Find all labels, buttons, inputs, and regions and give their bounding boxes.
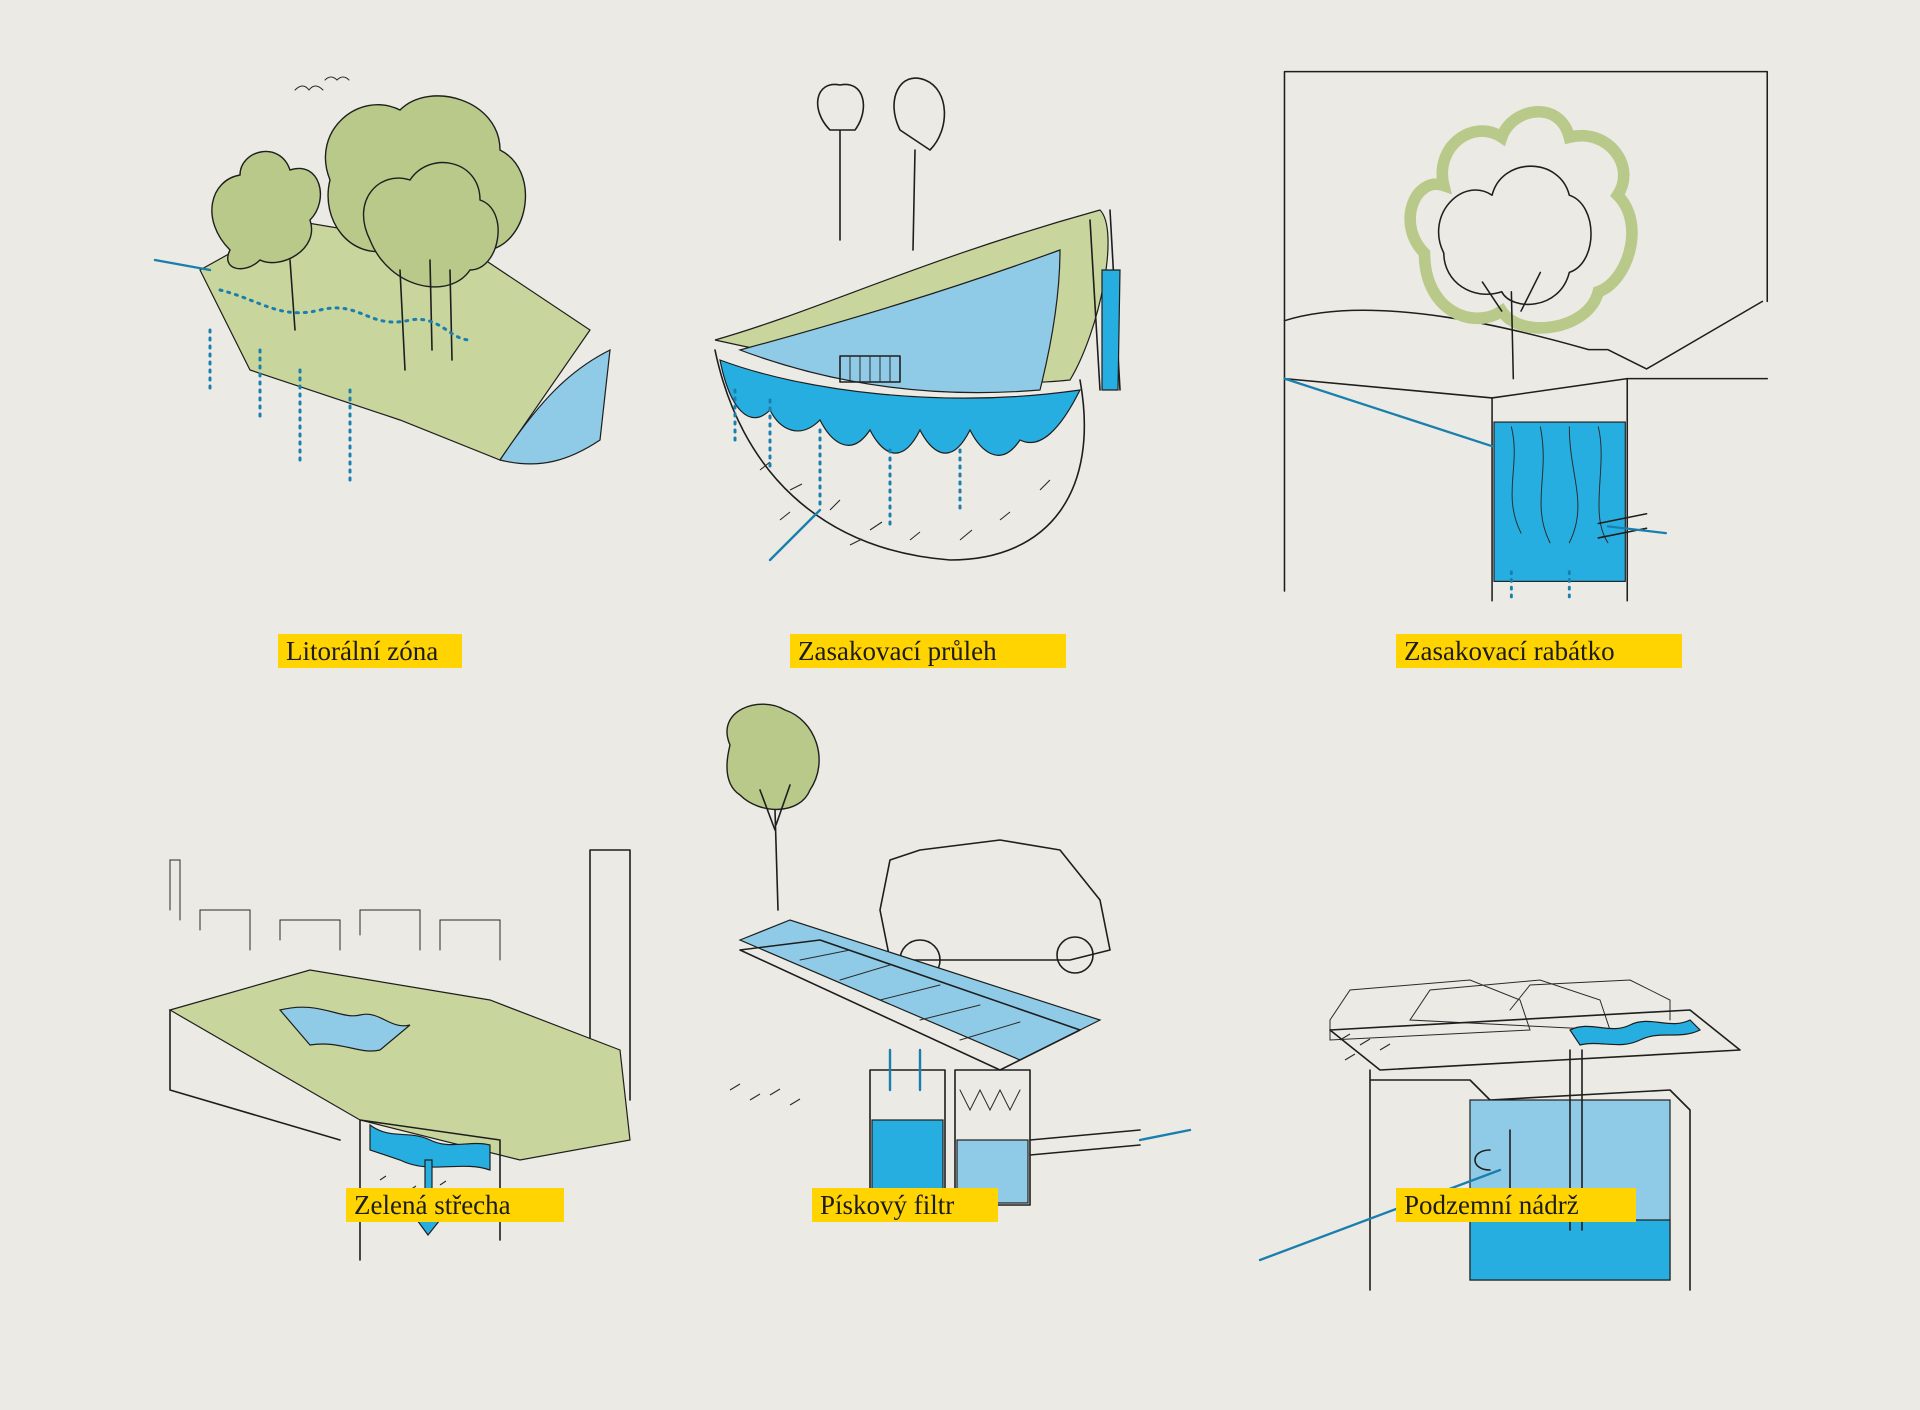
- label-zelena-strecha: Zelená střecha: [346, 1188, 564, 1222]
- illustration-litoralni-zona: [153, 76, 611, 482]
- panel-litoralni-zona: [153, 70, 730, 630]
- illustration-zasakovaci-pruleh: [714, 77, 1121, 562]
- diagram-sheet: Litorální zóna Zasakovací průleh: [153, 60, 1830, 1330]
- label-podzemni-nadrz: Podzemní nádrž: [1396, 1188, 1636, 1222]
- panel-zasakovaci-rabatko: [1270, 60, 1830, 620]
- label-zasakovaci-pruleh: Zasakovací průleh: [790, 634, 1066, 668]
- panel-podzemni-nadrz: [1258, 850, 1830, 1410]
- illustration-zasakovaci-rabatko: [1283, 70, 1769, 603]
- panel-zasakovaci-pruleh: [700, 70, 1260, 630]
- illustration-piskovy-filtr: [726, 703, 1192, 1206]
- illustration-zelena-strecha: [168, 849, 631, 1261]
- panel-piskovy-filtr: [720, 680, 1280, 1240]
- label-zasakovaci-rabatko: Zasakovací rabátko: [1396, 634, 1682, 668]
- label-piskovy-filtr: Pískový filtr: [812, 1188, 998, 1222]
- illustration-podzemni-nadrz: [1258, 979, 1741, 1291]
- panel-zelena-strecha: [160, 770, 720, 1330]
- label-litoralni-zona: Litorální zóna: [278, 634, 462, 668]
